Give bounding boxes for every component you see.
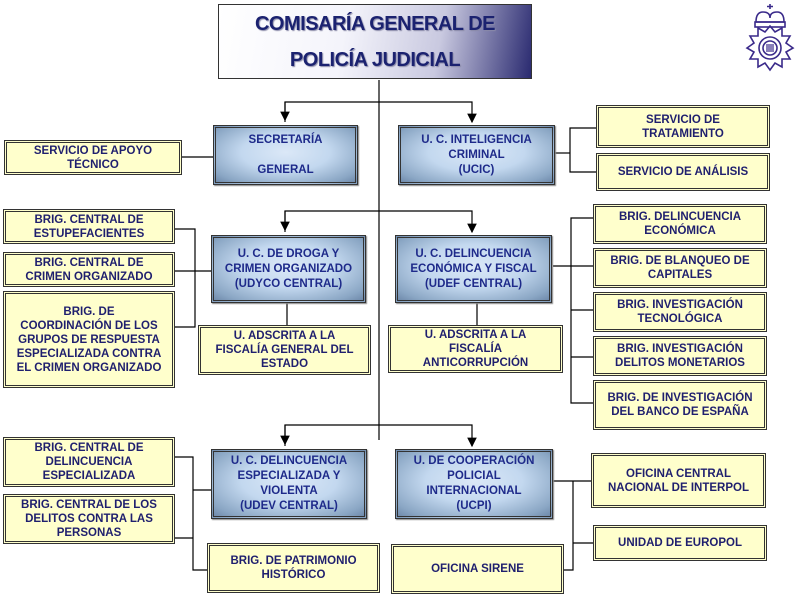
subunit-anticorrupcion[interactable]: U. ADSCRITA A LA FISCALÍA ANTICORRUPCIÓN <box>388 325 563 373</box>
subunit-label: UNIDAD DE EUROPOL <box>618 537 742 549</box>
subunit-label: OFICINA SIRENE <box>431 563 524 575</box>
subunit-europol[interactable]: UNIDAD DE EUROPOL <box>593 525 767 561</box>
subunit-label: BRIG. DE BLANQUEO DE CAPITALES <box>610 255 750 281</box>
subunit-tratamiento[interactable]: SERVICIO DE TRATAMIENTO <box>596 105 770 148</box>
subunit-monetarios[interactable]: BRIG. INVESTIGACIÓN DELITOS MONETARIOS <box>593 336 767 376</box>
subunit-tecnologica[interactable]: BRIG. INVESTIGACIÓN TECNOLÓGICA <box>593 292 767 332</box>
subunit-interpol[interactable]: OFICINA CENTRAL NACIONAL DE INTERPOL <box>591 453 766 508</box>
subunit-estupefacientes[interactable]: BRIG. CENTRAL DE ESTUPEFACIENTES <box>3 209 175 244</box>
unit-secretaria-general[interactable]: SECRETARÍA GENERAL <box>213 125 358 185</box>
subunit-sirene[interactable]: OFICINA SIRENE <box>391 544 564 594</box>
subunit-patrimonio[interactable]: BRIG. DE PATRIMONIO HISTÓRICO <box>207 543 380 593</box>
unit-udef[interactable]: U. C. DELINCUENCIA ECONÓMICA Y FISCAL (U… <box>395 235 552 303</box>
unit-label: U. C. INTELIGENCIA CRIMINAL (UCIC) <box>421 133 532 176</box>
page-title: COMISARÍA GENERAL DE POLICÍA JUDICIAL <box>218 4 532 79</box>
subunit-coordinacion[interactable]: BRIG. DE COORDINACIÓN DE LOS GRUPOS DE R… <box>3 291 175 388</box>
subunit-delincuencia-especializada[interactable]: BRIG. CENTRAL DE DELINCUENCIA ESPECIALIZ… <box>3 437 175 487</box>
subunit-label: BRIG. DELINCUENCIA ECONÓMICA <box>618 211 742 237</box>
subunit-label: OFICINA CENTRAL NACIONAL DE INTERPOL <box>608 467 749 494</box>
police-badge-icon <box>745 4 795 72</box>
subunit-label: BRIG. DE PATRIMONIO HISTÓRICO <box>230 555 357 581</box>
subunit-label: U. ADSCRITA A LA FISCALÍA GENERAL DEL ES… <box>215 330 354 370</box>
subunit-label: SERVICIO DE TRATAMIENTO <box>642 113 724 140</box>
subunit-label: BRIG. INVESTIGACIÓN DELITOS MONETARIOS <box>615 343 745 369</box>
subunit-blanqueo[interactable]: BRIG. DE BLANQUEO DE CAPITALES <box>593 248 767 288</box>
subunit-delitos-personas[interactable]: BRIG. CENTRAL DE LOS DELITOS CONTRA LAS … <box>3 494 175 544</box>
subunit-analisis[interactable]: SERVICIO DE ANÁLISIS <box>596 153 770 191</box>
subunit-label: BRIG. DE COORDINACIÓN DE LOS GRUPOS DE R… <box>16 305 162 374</box>
subunit-label: SERVICIO DE APOYO TÉCNICO <box>33 144 153 171</box>
unit-ucic[interactable]: U. C. INTELIGENCIA CRIMINAL (UCIC) <box>398 125 555 185</box>
unit-label: U. DE COOPERACIÓN POLICIAL INTERNACIONAL… <box>413 455 535 512</box>
unit-label: SECRETARÍA GENERAL <box>248 133 323 176</box>
unit-udyco[interactable]: U. C. DE DROGA Y CRIMEN ORGANIZADO (UDYC… <box>211 235 366 303</box>
subunit-label: BRIG. DE INVESTIGACIÓN DEL BANCO DE ESPA… <box>607 392 753 418</box>
subunit-banco-espana[interactable]: BRIG. DE INVESTIGACIÓN DEL BANCO DE ESPA… <box>593 380 767 430</box>
unit-label: U. C. DELINCUENCIA ESPECIALIZADA Y VIOLE… <box>230 455 348 512</box>
title-text: COMISARÍA GENERAL DE POLICÍA JUDICIAL <box>254 12 496 71</box>
unit-ucpi[interactable]: U. DE COOPERACIÓN POLICIAL INTERNACIONAL… <box>395 449 553 519</box>
subunit-label: U. ADSCRITA A LA FISCALÍA ANTICORRUPCIÓN <box>422 329 529 369</box>
unit-label: U. C. DE DROGA Y CRIMEN ORGANIZADO (UDYC… <box>224 247 353 290</box>
subunit-apoyo-tecnico[interactable]: SERVICIO DE APOYO TÉCNICO <box>4 140 182 175</box>
unit-udev[interactable]: U. C. DELINCUENCIA ESPECIALIZADA Y VIOLE… <box>211 449 367 519</box>
subunit-label: BRIG. CENTRAL DE LOS DELITOS CONTRA LAS … <box>21 499 157 539</box>
subunit-label: BRIG. INVESTIGACIÓN TECNOLÓGICA <box>617 299 743 325</box>
subunit-delincuencia-economica[interactable]: BRIG. DELINCUENCIA ECONÓMICA <box>593 204 767 244</box>
unit-label: U. C. DELINCUENCIA ECONÓMICA Y FISCAL (U… <box>410 247 537 290</box>
subunit-label: BRIG. CENTRAL DE DELINCUENCIA ESPECIALIZ… <box>34 442 144 482</box>
subunit-crimen-organizado[interactable]: BRIG. CENTRAL DE CRIMEN ORGANIZADO <box>3 252 175 287</box>
subunit-label: SERVICIO DE ANÁLISIS <box>617 166 749 178</box>
subunit-fiscalia-general[interactable]: U. ADSCRITA A LA FISCALÍA GENERAL DEL ES… <box>198 325 371 375</box>
subunit-label: BRIG. CENTRAL DE CRIMEN ORGANIZADO <box>25 256 153 283</box>
subunit-label: BRIG. CENTRAL DE ESTUPEFACIENTES <box>33 213 145 240</box>
